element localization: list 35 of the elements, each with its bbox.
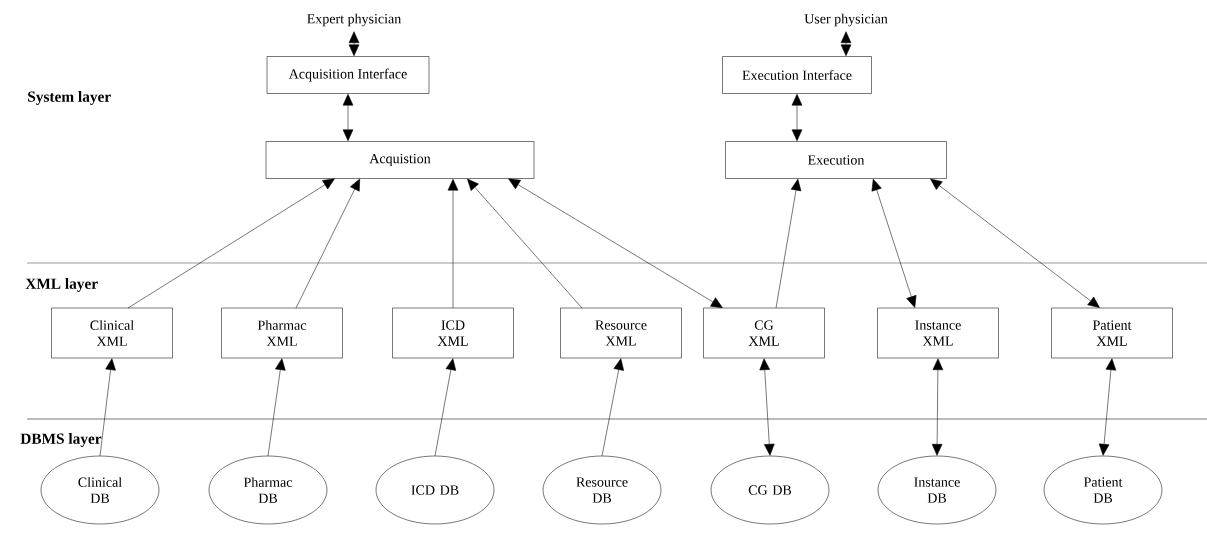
xml-box: ICD XML (392, 307, 514, 359)
layer-label: DBMS layer (20, 433, 102, 447)
arrow (467, 178, 583, 309)
xml-box: Resource XML (560, 307, 682, 359)
layer-label: XML layer (25, 278, 98, 292)
xml-box: CG XML (703, 307, 825, 359)
arrow (99, 358, 116, 457)
arrow (775, 178, 802, 309)
arrow (295, 178, 360, 309)
arrow (1098, 358, 1117, 456)
arrow (840, 31, 852, 57)
arrow (930, 178, 1100, 308)
arrow (601, 358, 624, 457)
actor-label: Expert physician (307, 13, 402, 27)
process-box: Acquistion (265, 141, 535, 179)
process-box: Execution Interface (722, 56, 872, 94)
actor-label: User physician (804, 13, 888, 27)
arrow (267, 358, 286, 457)
arrow (447, 178, 459, 309)
arrow (434, 358, 457, 457)
arrow (342, 93, 354, 142)
arrow (759, 358, 775, 456)
arrow (127, 178, 335, 309)
arrow (348, 31, 360, 57)
process-box: Execution (725, 141, 947, 179)
xml-box: Pharmac XML (221, 307, 343, 359)
xml-box: Instance XML (877, 307, 999, 359)
arrow (791, 93, 803, 142)
layer-label: System layer (28, 91, 111, 105)
xml-box: Patient XML (1051, 307, 1173, 359)
arrow (931, 358, 944, 456)
process-box: Acquisition Interface (266, 56, 430, 94)
arrow (508, 178, 723, 308)
xml-box: Clinical XML (51, 307, 173, 359)
arrow (871, 178, 917, 308)
